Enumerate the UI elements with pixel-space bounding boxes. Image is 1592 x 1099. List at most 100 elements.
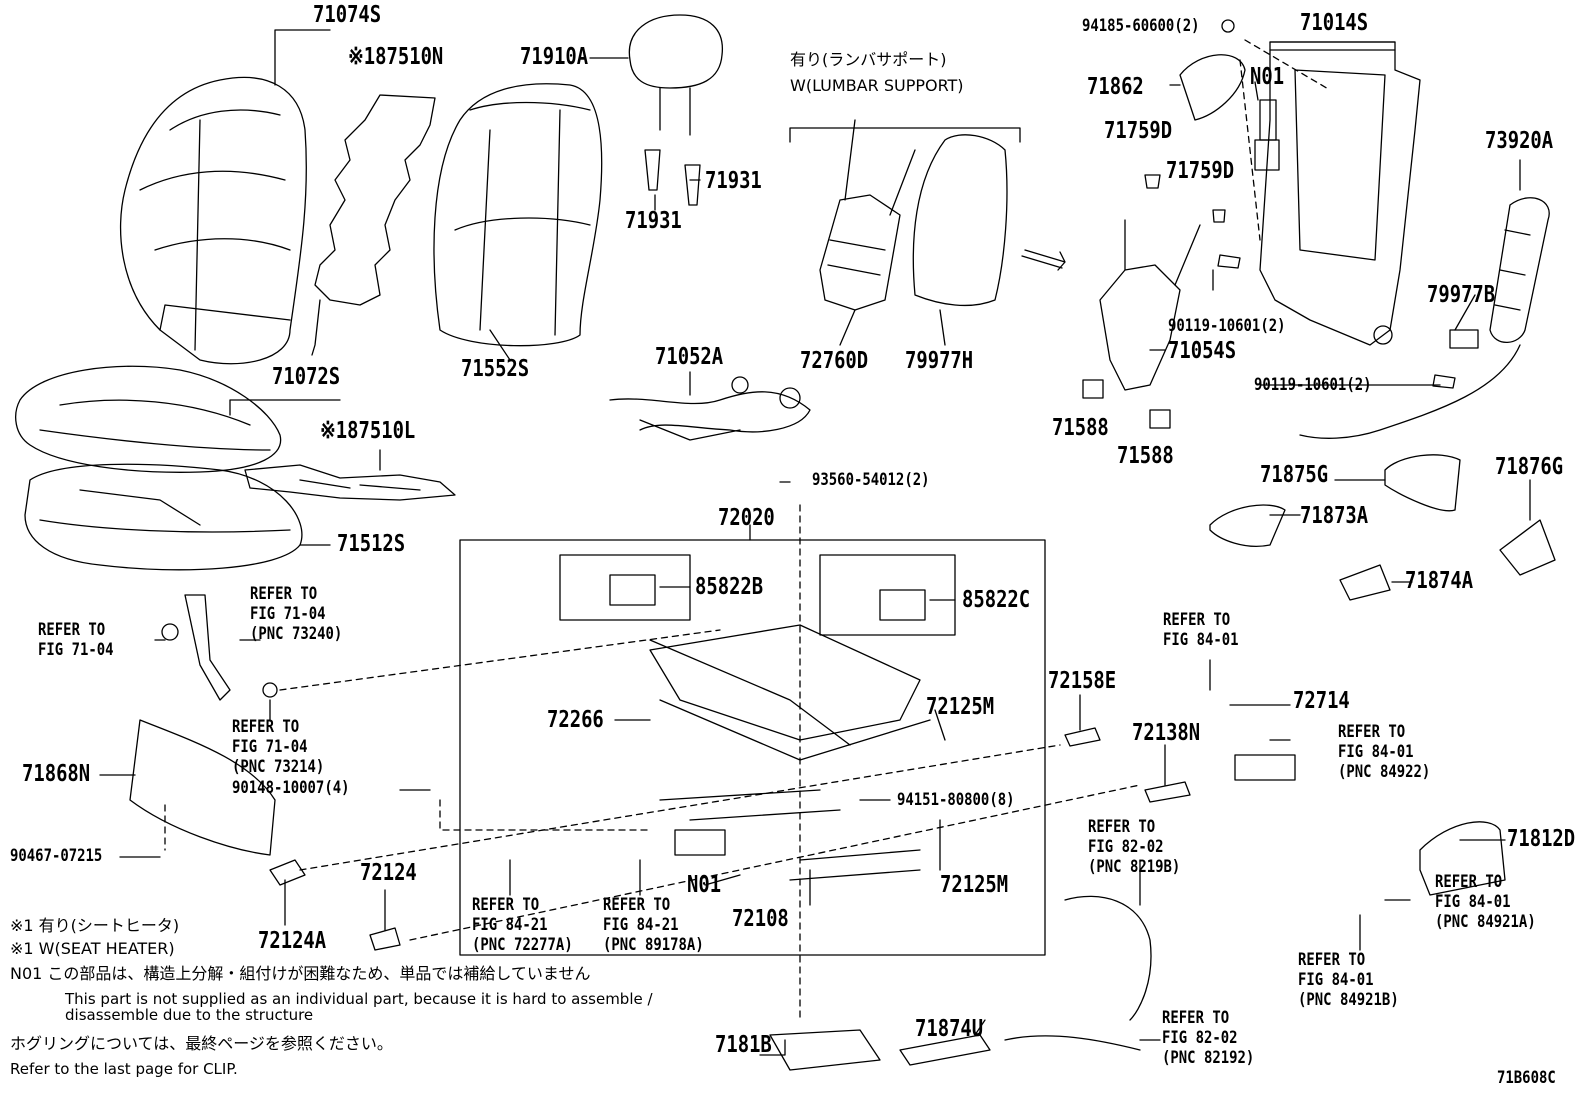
part-label: 72125M [940, 872, 1009, 898]
buckle-drawing [184, 594, 231, 701]
part-label: 71512S [337, 531, 406, 557]
part-label: 85822C [962, 587, 1031, 613]
buckle-bolt-drawing [161, 623, 179, 641]
part-label: 71931 [705, 168, 762, 194]
headrest-drawing [628, 14, 723, 136]
part-label: ※187510N [348, 44, 444, 70]
part-label: 71910A [520, 44, 589, 70]
part-label: ※187510L [320, 418, 416, 444]
part-label: 72714 [1293, 688, 1350, 714]
wire-harness-drawing [609, 376, 811, 441]
solid-leaders [99, 29, 1531, 1056]
part-label: 72125M [926, 694, 995, 720]
part-label: 71931 [625, 208, 682, 234]
part-label: 93560-54012(2) [812, 470, 930, 490]
part-label: 90148-10007(4) [232, 778, 350, 798]
cover-71875G-drawing [1384, 454, 1461, 512]
clip-71759D-b-drawing [1212, 209, 1226, 223]
cover-71873A-drawing [1209, 504, 1286, 547]
part-label: 71876G [1495, 454, 1564, 480]
side-cover-71812D-drawing [1419, 821, 1506, 896]
part-label: 71588 [1117, 443, 1174, 469]
clip-note-en: Refer to the last page for CLIP. [10, 1060, 238, 1078]
cushion-heater-drawing [244, 464, 456, 501]
n01-note-jp: N01 この部品は、構造上分解・組付けが困難なため、単品では補給していません [10, 964, 591, 983]
cover-72124-drawing [369, 927, 401, 951]
part-label: 71588 [1052, 415, 1109, 441]
cover-7181B-drawing [769, 1029, 881, 1071]
part-label: 71759D [1104, 118, 1173, 144]
cover-72124A-drawing [269, 859, 306, 886]
part-label: 7181B [715, 1032, 772, 1058]
part-label: 71812D [1507, 826, 1576, 852]
cover-71876G-drawing [1499, 519, 1556, 576]
n01-note-en1: This part is not supplied as an individu… [65, 990, 653, 1008]
part-label: 90119-10601(2) [1254, 375, 1372, 395]
seatback-heater-drawing [311, 94, 436, 356]
part-label: 71875G [1260, 462, 1329, 488]
part-label: 71873A [1300, 503, 1369, 529]
lumbar-bracket-drawing [1099, 219, 1201, 391]
motor-85822C-box [819, 554, 956, 636]
seatback-pad-drawing [433, 83, 603, 347]
cover-71874A-drawing [1339, 564, 1391, 601]
part-label: 71014S [1300, 10, 1369, 36]
part-label: 90119-10601(2) [1168, 316, 1286, 336]
n01-note-en2: disassemble due to the structure [65, 1006, 314, 1024]
lumbar-heading-jp: 有り(ランバサポート) [790, 50, 947, 69]
motor-N01-drawing [674, 829, 726, 856]
heater-note-en: ※1 W(SEAT HEATER) [10, 939, 175, 958]
clip-71588-a-drawing [1082, 379, 1104, 399]
harness-82192-drawing [1004, 1035, 1141, 1051]
nut-94185-drawing [1221, 19, 1235, 33]
part-label: 94185-60600(2) [1082, 16, 1200, 36]
recliner-motor-drawing [1254, 99, 1280, 171]
part-label: 71759D [1166, 158, 1235, 184]
part-label: N01 [1250, 64, 1285, 90]
part-label: 71862 [1087, 74, 1144, 100]
part-label: 72158E [1048, 668, 1117, 694]
headrest-guide-drawing [644, 149, 701, 206]
seatback-cover-drawing [119, 76, 307, 365]
direction-arrow [1024, 249, 1066, 271]
part-label: 72020 [718, 505, 775, 531]
part-label: 71052A [655, 344, 724, 370]
part-label: 71874U [915, 1016, 984, 1042]
clip-71759D-a-drawing [1144, 174, 1161, 189]
part-label: 79977B [1427, 282, 1496, 308]
buckle-washer-drawing [262, 682, 278, 698]
part-label: 90467-07215 [10, 846, 103, 866]
part-label: 71072S [272, 364, 341, 390]
label-79977B-drawing [1449, 329, 1479, 349]
part-label: 71074S [313, 2, 382, 28]
seat-adjuster-drawing [649, 624, 931, 881]
part-label: 71054S [1168, 338, 1237, 364]
part-label: 72124A [258, 928, 327, 954]
lumbar-heading-en: W(LUMBAR SUPPORT) [790, 76, 964, 95]
cushion-pad-drawing [24, 463, 303, 571]
diagram-id: 71B608C [1497, 1068, 1556, 1088]
harness-8219B-drawing [1064, 895, 1152, 1021]
part-label: 85822B [695, 574, 764, 600]
part-label: 72108 [732, 906, 789, 932]
part-label: 72138N [1132, 720, 1201, 746]
part-label: 72124 [360, 860, 417, 886]
part-label: 71552S [461, 356, 530, 382]
clip-note-jp: ホグリングについては、最終ページを参照ください。 [10, 1034, 393, 1053]
cover-72138N-drawing [1144, 781, 1191, 803]
switch-84922-drawing [1234, 754, 1296, 781]
part-label: 71868N [22, 761, 91, 787]
cover-71862-drawing [1179, 54, 1246, 121]
cushion-cover-drawing [15, 365, 282, 473]
